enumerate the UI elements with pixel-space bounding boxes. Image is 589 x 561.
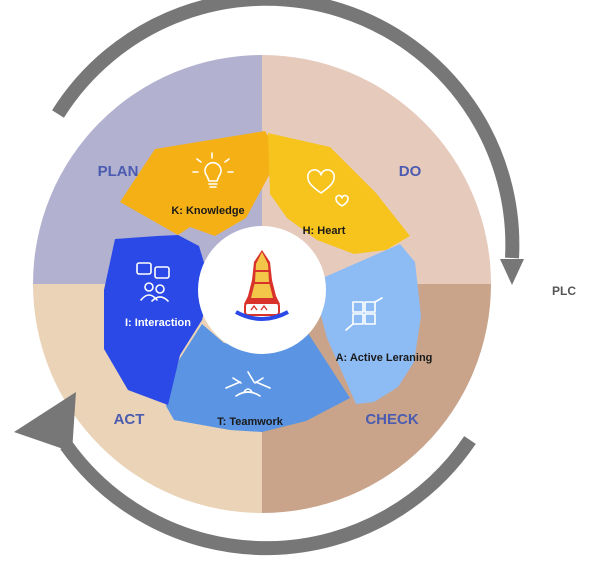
top-arrow-head (500, 259, 524, 285)
team-hands-icon (225, 371, 271, 397)
segment-interaction (104, 235, 211, 405)
knowledge-label: K: Knowledge (171, 205, 244, 217)
hearts-icon (307, 169, 349, 207)
do-label: DO (399, 163, 422, 180)
segment-heart (268, 133, 410, 254)
check-label: CHECK (365, 411, 419, 428)
active-learning-label: A: Active Leraning (336, 352, 433, 364)
teamwork-label: T: Teamwork (217, 416, 284, 428)
segment-teamwork (166, 324, 350, 432)
heart-label: H: Heart (303, 225, 346, 237)
interaction-label: I: Interaction (125, 317, 191, 329)
inner-segments (104, 131, 421, 432)
plan-label: PLAN (98, 163, 139, 180)
school-emblem-icon (235, 250, 289, 321)
act-label: ACT (114, 411, 145, 428)
chat-people-icon (136, 262, 170, 302)
bottom-arc-arrow (60, 436, 476, 556)
cycle-arrows (14, 0, 524, 556)
top-arc-arrow (52, 0, 520, 259)
bottom-arrow-head (14, 392, 76, 452)
lightbulb-icon (192, 152, 234, 188)
plc-label: PLC (552, 284, 576, 298)
segment-knowledge (120, 131, 280, 236)
puzzle-hands-icon (345, 297, 383, 331)
